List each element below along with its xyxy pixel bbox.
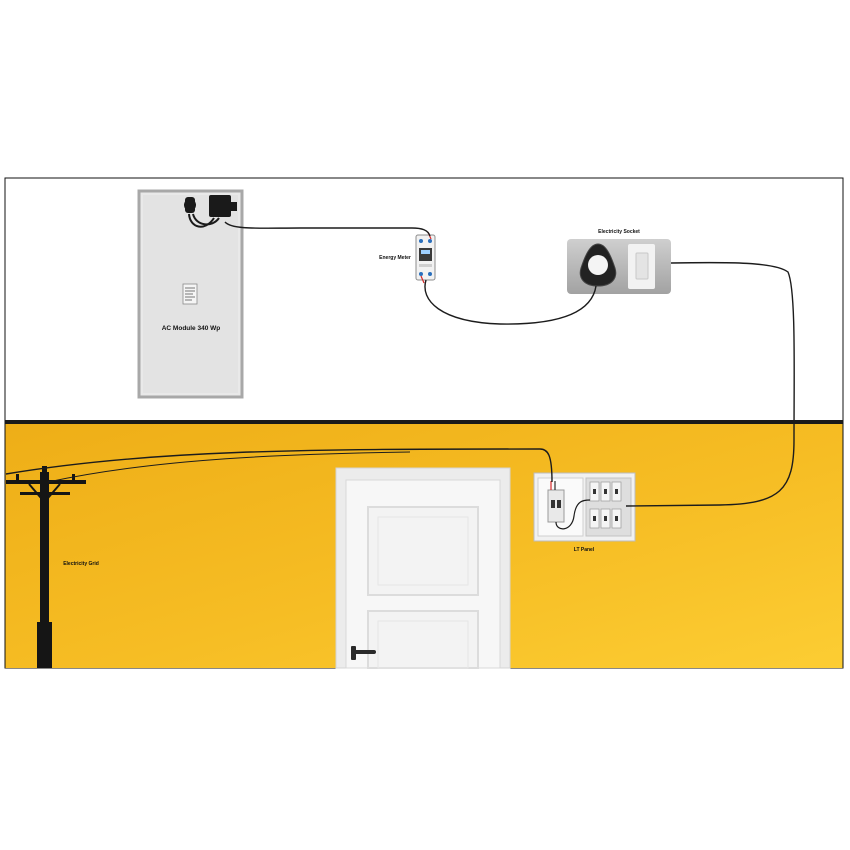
terminal-out-l [419, 272, 423, 276]
cables [5, 221, 795, 530]
cable-grid-to-panel [5, 448, 553, 483]
door-panel-upper [367, 506, 479, 596]
electricity-grid-label: Electricity Grid [63, 561, 99, 567]
terminal-in-n [428, 239, 432, 243]
cable-grid-second [47, 451, 411, 483]
lt-panel[interactable]: LT Panel [533, 472, 636, 553]
door[interactable] [335, 467, 511, 669]
terminal-out-n [428, 272, 432, 276]
junction-box-icon [184, 195, 237, 228]
meter-display [419, 248, 432, 261]
cable-meter-to-socket [424, 279, 597, 325]
pole-crossarm [6, 480, 86, 484]
module-nameplate-icon [182, 283, 198, 305]
ac-module-label: AC Module 340 Wp [162, 325, 221, 332]
lt-panel-label: LT Panel [574, 547, 595, 553]
pole-base [37, 622, 52, 668]
energy-meter[interactable]: Energy Meter [379, 231, 436, 284]
main-breaker-icon [547, 481, 565, 523]
door-panel-lower [367, 610, 479, 669]
mcb-row-top [589, 481, 622, 502]
cable-module-to-meter [224, 221, 431, 237]
cable-socket-to-panel [625, 261, 795, 507]
energy-meter-label: Energy Meter [379, 255, 411, 261]
socket-icon [579, 243, 617, 287]
pole-shaft [40, 472, 49, 668]
floor-divider [5, 420, 843, 424]
cable-breaker-to-mcb [555, 499, 591, 530]
electricity-socket-label: Electricity Socket [598, 229, 640, 235]
ac-module[interactable]: AC Module 340 Wp [137, 189, 244, 399]
utility-pole-icon[interactable] [6, 466, 86, 668]
switch-icon [628, 244, 655, 289]
electricity-socket[interactable]: Electricity Socket [567, 229, 671, 294]
terminal-in-l [419, 239, 423, 243]
door-handle-icon [351, 646, 376, 660]
mcb-row-bottom [589, 508, 622, 529]
